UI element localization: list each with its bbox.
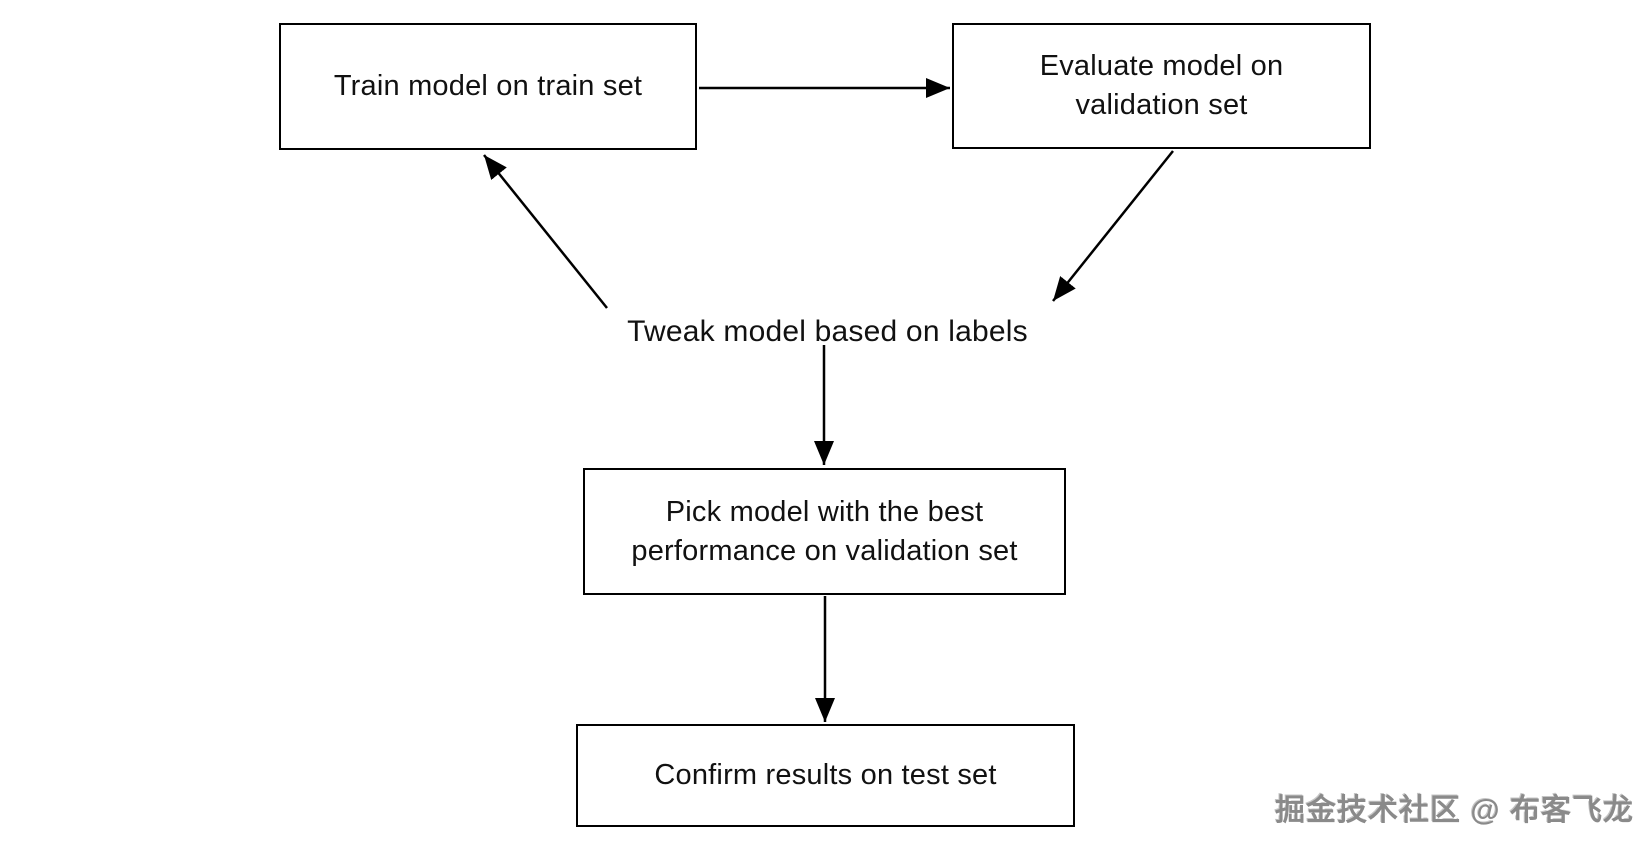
watermark-text: 掘金技术社区 @ 布客飞龙 <box>1275 794 1634 827</box>
node-train-label: Train model on train set <box>333 70 643 102</box>
node-pick-label-line1: Pick model with the best <box>665 495 984 528</box>
node-train: Train model on train set <box>279 23 697 150</box>
node-confirm-label: Confirm results on test set <box>654 759 997 791</box>
node-evaluate-label-line1: Evaluate model on <box>1039 50 1284 82</box>
edge-evaluate-to-tweak <box>1052 150 1174 302</box>
node-confirm: Confirm results on test set <box>576 724 1075 827</box>
node-pick-label-line2: performance on validation set <box>631 534 1018 567</box>
node-pick: Pick model with the best performance on … <box>583 468 1066 595</box>
node-tweak-label: Tweak model based on labels <box>627 315 1028 348</box>
node-evaluate-label-line2: validation set <box>1075 89 1248 121</box>
edge-tweak-to-train <box>483 154 608 309</box>
node-evaluate: Evaluate model on validation set <box>952 23 1371 149</box>
